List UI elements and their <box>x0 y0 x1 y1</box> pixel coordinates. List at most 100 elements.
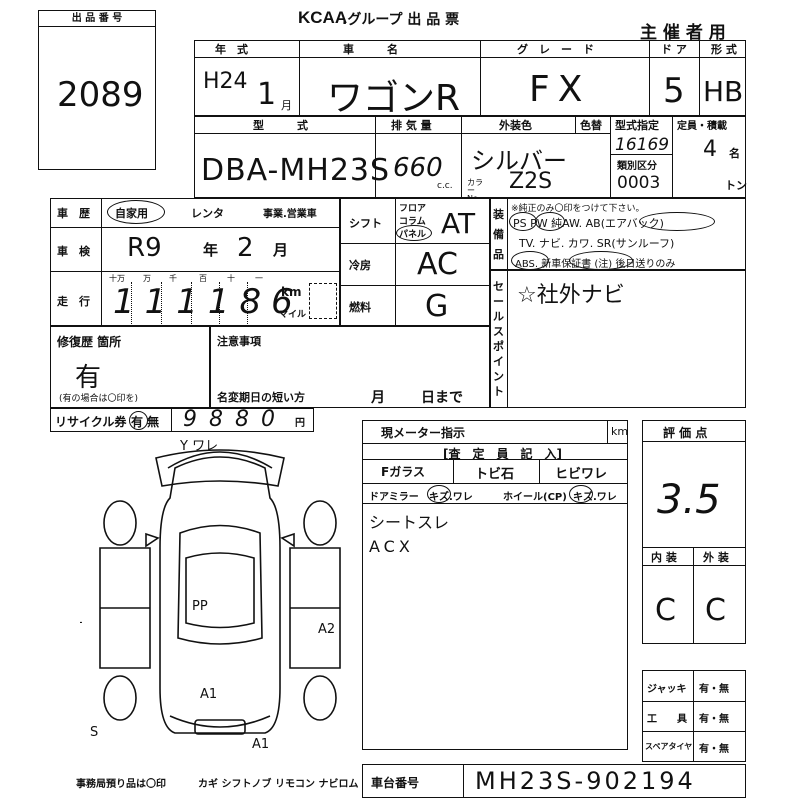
repair-block: 修復歴 箇所 有 (有の場合は〇印を) <box>50 326 210 408</box>
chassis-block: 車台番号 MH23S-902194 <box>362 764 746 798</box>
mileage-digit-label: 一 <box>255 274 263 283</box>
cc-unit: c.c. <box>437 181 453 191</box>
ps-circle <box>509 212 537 231</box>
tools-options: 有・無 <box>699 714 729 725</box>
tire-rear-left <box>103 675 137 721</box>
shift-panel-circle <box>396 225 432 241</box>
repair-value: 有 <box>75 363 102 393</box>
spare-options: 有・無 <box>699 744 729 755</box>
specs-block: シフト フロア コラム パネル AT 冷房 AC 燃料 G <box>340 198 490 326</box>
rear-plate <box>194 719 246 735</box>
capacity-unit: 名 <box>729 147 740 160</box>
sales-point-block: セールスポイント ☆社外ナビ <box>490 270 746 408</box>
shift-option-column: コラム <box>399 217 426 227</box>
wheel-scratch-circle <box>569 485 593 503</box>
equipment-label: 装備品 <box>493 208 504 261</box>
mileage-label: 走 行 <box>57 295 90 308</box>
history-option-rental: レンタ <box>191 207 224 220</box>
mirror-left <box>145 532 160 548</box>
car-body-outline <box>159 456 281 734</box>
year-value: H24 <box>203 69 248 94</box>
month-value: 1 <box>257 77 277 112</box>
short-name-label: 名変期日の短い方 <box>217 391 305 404</box>
shape-value: HB <box>703 75 744 108</box>
repair-note: (有の場合は〇印を) <box>59 394 139 404</box>
mileage-digit-label: 千 <box>169 274 177 283</box>
header-brand: KCAA <box>298 8 348 27</box>
class-value: 0003 <box>617 173 661 193</box>
model-label: 型 式 <box>253 119 308 132</box>
header-title: .グループ 出 品 票 <box>342 12 460 28</box>
glass-option-chip: トビ石 <box>475 467 515 482</box>
color-change-label: 色替 <box>580 119 602 132</box>
lot-label: 出 品 番 号 <box>39 12 155 27</box>
color-value: シルバー <box>471 147 567 175</box>
meter-label: 現メーター指示 <box>381 426 466 440</box>
km-unit: km <box>281 285 302 299</box>
tools-label: 工 具 <box>647 714 687 725</box>
rating-label: 評 価 点 <box>663 426 708 440</box>
history-private-circle <box>107 200 165 224</box>
footer-items: カギ シフトノブ リモコン ナビロム <box>198 779 359 790</box>
shaken-month: 2 <box>237 233 254 263</box>
type-designation-label: 型式指定 <box>615 119 659 132</box>
vehicle-row1: 年 式 車 名 グ レ ー ド ド ア 形 式 H24 1 月 ワゴンR FX … <box>194 40 746 119</box>
mile-box <box>309 283 337 319</box>
year-label: 年 式 <box>215 43 248 56</box>
diagram-mark: A1 <box>252 737 269 752</box>
history-block: 車 歴 自家用 レンタ 事業.営業車 車 検 R9 年 2 月 走 行 十万 万… <box>50 198 340 326</box>
exterior-label: 外 装 <box>703 551 729 564</box>
equipment-row2: TV. ナビ. カワ. SR(サンルーフ) <box>519 237 675 250</box>
tire-front-left <box>103 500 137 546</box>
diagram-mark: A1 <box>80 612 83 627</box>
front-bumper <box>167 451 273 469</box>
interior-label: 内 装 <box>651 551 677 564</box>
history-option-business: 事業.営業車 <box>263 209 317 220</box>
ton-unit: トン <box>725 179 747 192</box>
caution-day-unit: 日まで <box>421 390 463 406</box>
chassis-value: MH23S-902194 <box>475 767 696 795</box>
equipment-note: ※純正のみ〇印をつけて下さい。 <box>511 204 645 214</box>
diagram-mark: PP <box>192 599 208 614</box>
sales-point-label: セールスポイント <box>493 280 504 398</box>
mileage-row: 十万 万 千 百 十 一 111186 <box>103 272 293 326</box>
vehicle-row2: 型 式 排 気 量 外装色 色替 型式指定 定員・積載 DBA-MH23S 66… <box>194 116 747 203</box>
meter-unit: km <box>611 425 629 438</box>
type-designation-value: 16169 <box>615 135 670 155</box>
rating-value: 3.5 <box>657 477 721 523</box>
ac-value: AC <box>417 247 458 282</box>
name-value: ワゴンR <box>327 78 461 119</box>
capacity-value: 4 <box>703 137 717 162</box>
car-damage-diagram: Y ワレ A1 A2 PP A1 S A1 <box>80 439 341 752</box>
caution-block: 注意事項 名変期日の短い方 月 日まで <box>210 326 490 408</box>
history-label: 車 歴 <box>57 207 90 220</box>
cabin-outline <box>177 524 263 645</box>
caution-month-unit: 月 <box>371 390 385 406</box>
color-no-value: Z2S <box>509 169 553 194</box>
interior-value: C <box>655 593 676 628</box>
mileage-digit-label: 万 <box>143 274 151 283</box>
month-unit: 月 <box>281 99 292 112</box>
right-side-panel <box>289 547 341 669</box>
glass-option-crack: ヒビワレ <box>555 467 608 482</box>
mirror-label: ドアミラー <box>369 492 419 503</box>
recycle-yen: 円 <box>295 418 305 429</box>
model-value: DBA-MH23S <box>201 153 391 188</box>
roof-outline <box>185 552 255 629</box>
repair-label: 修復歴 箇所 <box>57 335 122 349</box>
pw-circle <box>535 212 565 231</box>
mile-unit: マイル <box>279 310 307 320</box>
shift-option-floor: フロア <box>399 204 427 214</box>
name-label: 車 名 <box>343 43 398 56</box>
fuel-label: 燃料 <box>349 301 371 314</box>
abs-circle <box>511 251 549 270</box>
displacement-value: 660 <box>393 153 443 183</box>
lot-number-box: 出 品 番 号 2089 <box>38 10 156 170</box>
sales-point-value: ☆社外ナビ <box>517 283 625 308</box>
front-hood <box>155 449 285 487</box>
ab-circle <box>639 212 715 231</box>
displacement-label: 排 気 量 <box>391 119 432 132</box>
left-side-panel <box>99 547 151 669</box>
grade-label: グ レ ー ド <box>517 43 594 56</box>
mirror-options: キズ.ワレ <box>429 492 473 503</box>
